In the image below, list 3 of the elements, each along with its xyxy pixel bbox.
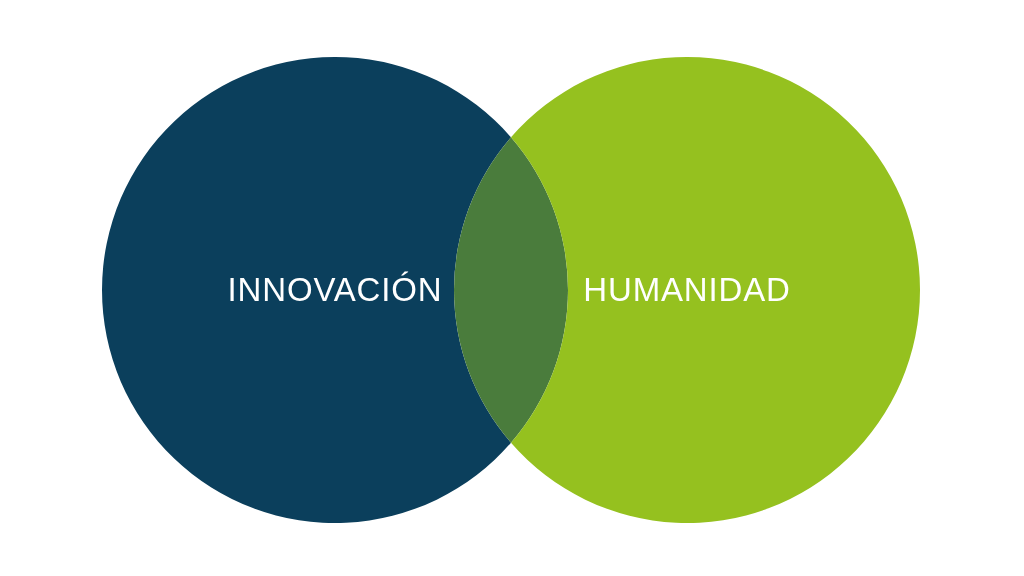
circle-label: HUMANIDAD — [583, 270, 791, 311]
overlap-region — [454, 137, 568, 443]
circle-label: INNOVACIÓN — [227, 270, 443, 311]
